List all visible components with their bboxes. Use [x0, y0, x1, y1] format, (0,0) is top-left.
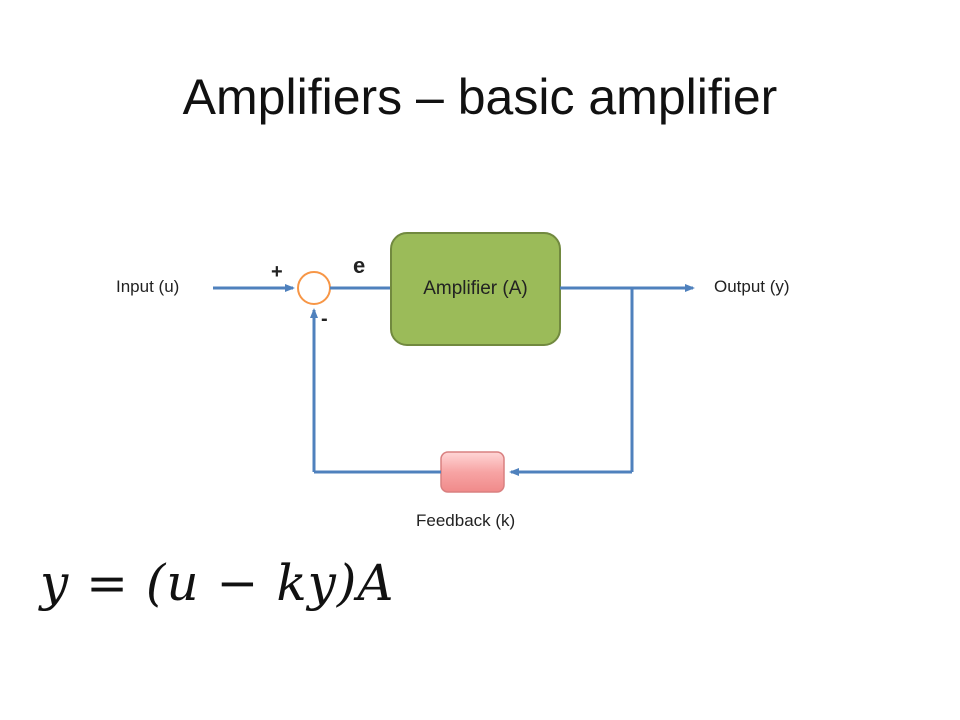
input-label: Input (u): [116, 277, 179, 296]
amplifier-label: Amplifier (A): [423, 278, 528, 299]
plus-sign: +: [271, 261, 283, 283]
feedback-label: Feedback (k): [416, 511, 515, 530]
slide-title: Amplifiers – basic amplifier: [182, 69, 778, 125]
feedback-block: [440, 451, 505, 493]
output-label: Output (y): [714, 277, 790, 296]
error-label: e: [353, 253, 365, 278]
minus-sign: -: [321, 308, 328, 330]
summing-junction: [297, 271, 331, 305]
loop-equation: y = (u − ky)A: [40, 554, 395, 612]
